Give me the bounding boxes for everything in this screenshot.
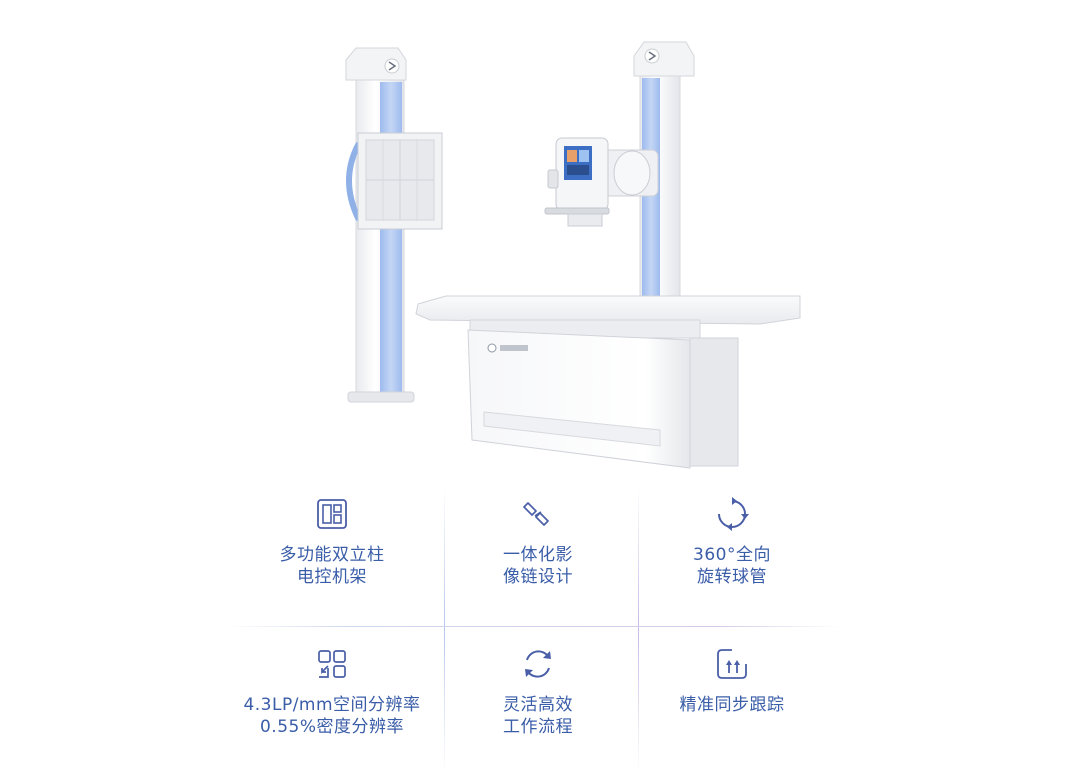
refresh-cycle-icon bbox=[525, 650, 551, 678]
feature-line: 工作流程 bbox=[503, 717, 573, 737]
feature-tracking: 精准同步跟踪 bbox=[636, 644, 828, 716]
feature-grid: 多功能双立柱 电控机架 一体化影 像链设计 360°全向 旋转球管 bbox=[226, 484, 840, 774]
feature-line: 4.3LP/mm空间分辨率 bbox=[243, 695, 421, 715]
divider-vertical-1 bbox=[444, 484, 445, 774]
feature-resolution: 4.3LP/mm空间分辨率 0.55%密度分辨率 bbox=[236, 644, 428, 738]
divider-horizontal bbox=[226, 626, 840, 627]
resolution-grid-icon bbox=[318, 650, 346, 678]
tube-column bbox=[544, 41, 695, 317]
feature-line: 0.55%密度分辨率 bbox=[259, 717, 404, 737]
feature-dual-column: 多功能双立柱 电控机架 bbox=[236, 494, 428, 588]
feature-line: 电控机架 bbox=[297, 567, 367, 587]
link-chain-icon bbox=[523, 502, 549, 526]
feature-workflow: 灵活高效 工作流程 bbox=[442, 644, 634, 738]
panel-grid-icon bbox=[317, 499, 347, 529]
feature-360-rotation: 360°全向 旋转球管 bbox=[636, 494, 828, 588]
feature-line: 一体化影 bbox=[503, 545, 573, 565]
feature-line: 旋转球管 bbox=[697, 567, 767, 587]
feature-line: 像链设计 bbox=[503, 567, 573, 587]
patient-table bbox=[415, 295, 801, 469]
feature-line: 灵活高效 bbox=[503, 695, 573, 715]
feature-line: 多功能双立柱 bbox=[279, 545, 385, 565]
feature-line: 360°全向 bbox=[693, 545, 771, 565]
feature-imaging-chain: 一体化影 像链设计 bbox=[442, 494, 634, 588]
rotate-arrows-icon bbox=[718, 497, 749, 531]
divider-vertical-2 bbox=[638, 484, 639, 774]
left-stand bbox=[345, 47, 443, 403]
tracking-arrows-icon bbox=[717, 649, 747, 679]
xray-system-image bbox=[345, 41, 801, 469]
feature-line: 精准同步跟踪 bbox=[679, 695, 785, 715]
